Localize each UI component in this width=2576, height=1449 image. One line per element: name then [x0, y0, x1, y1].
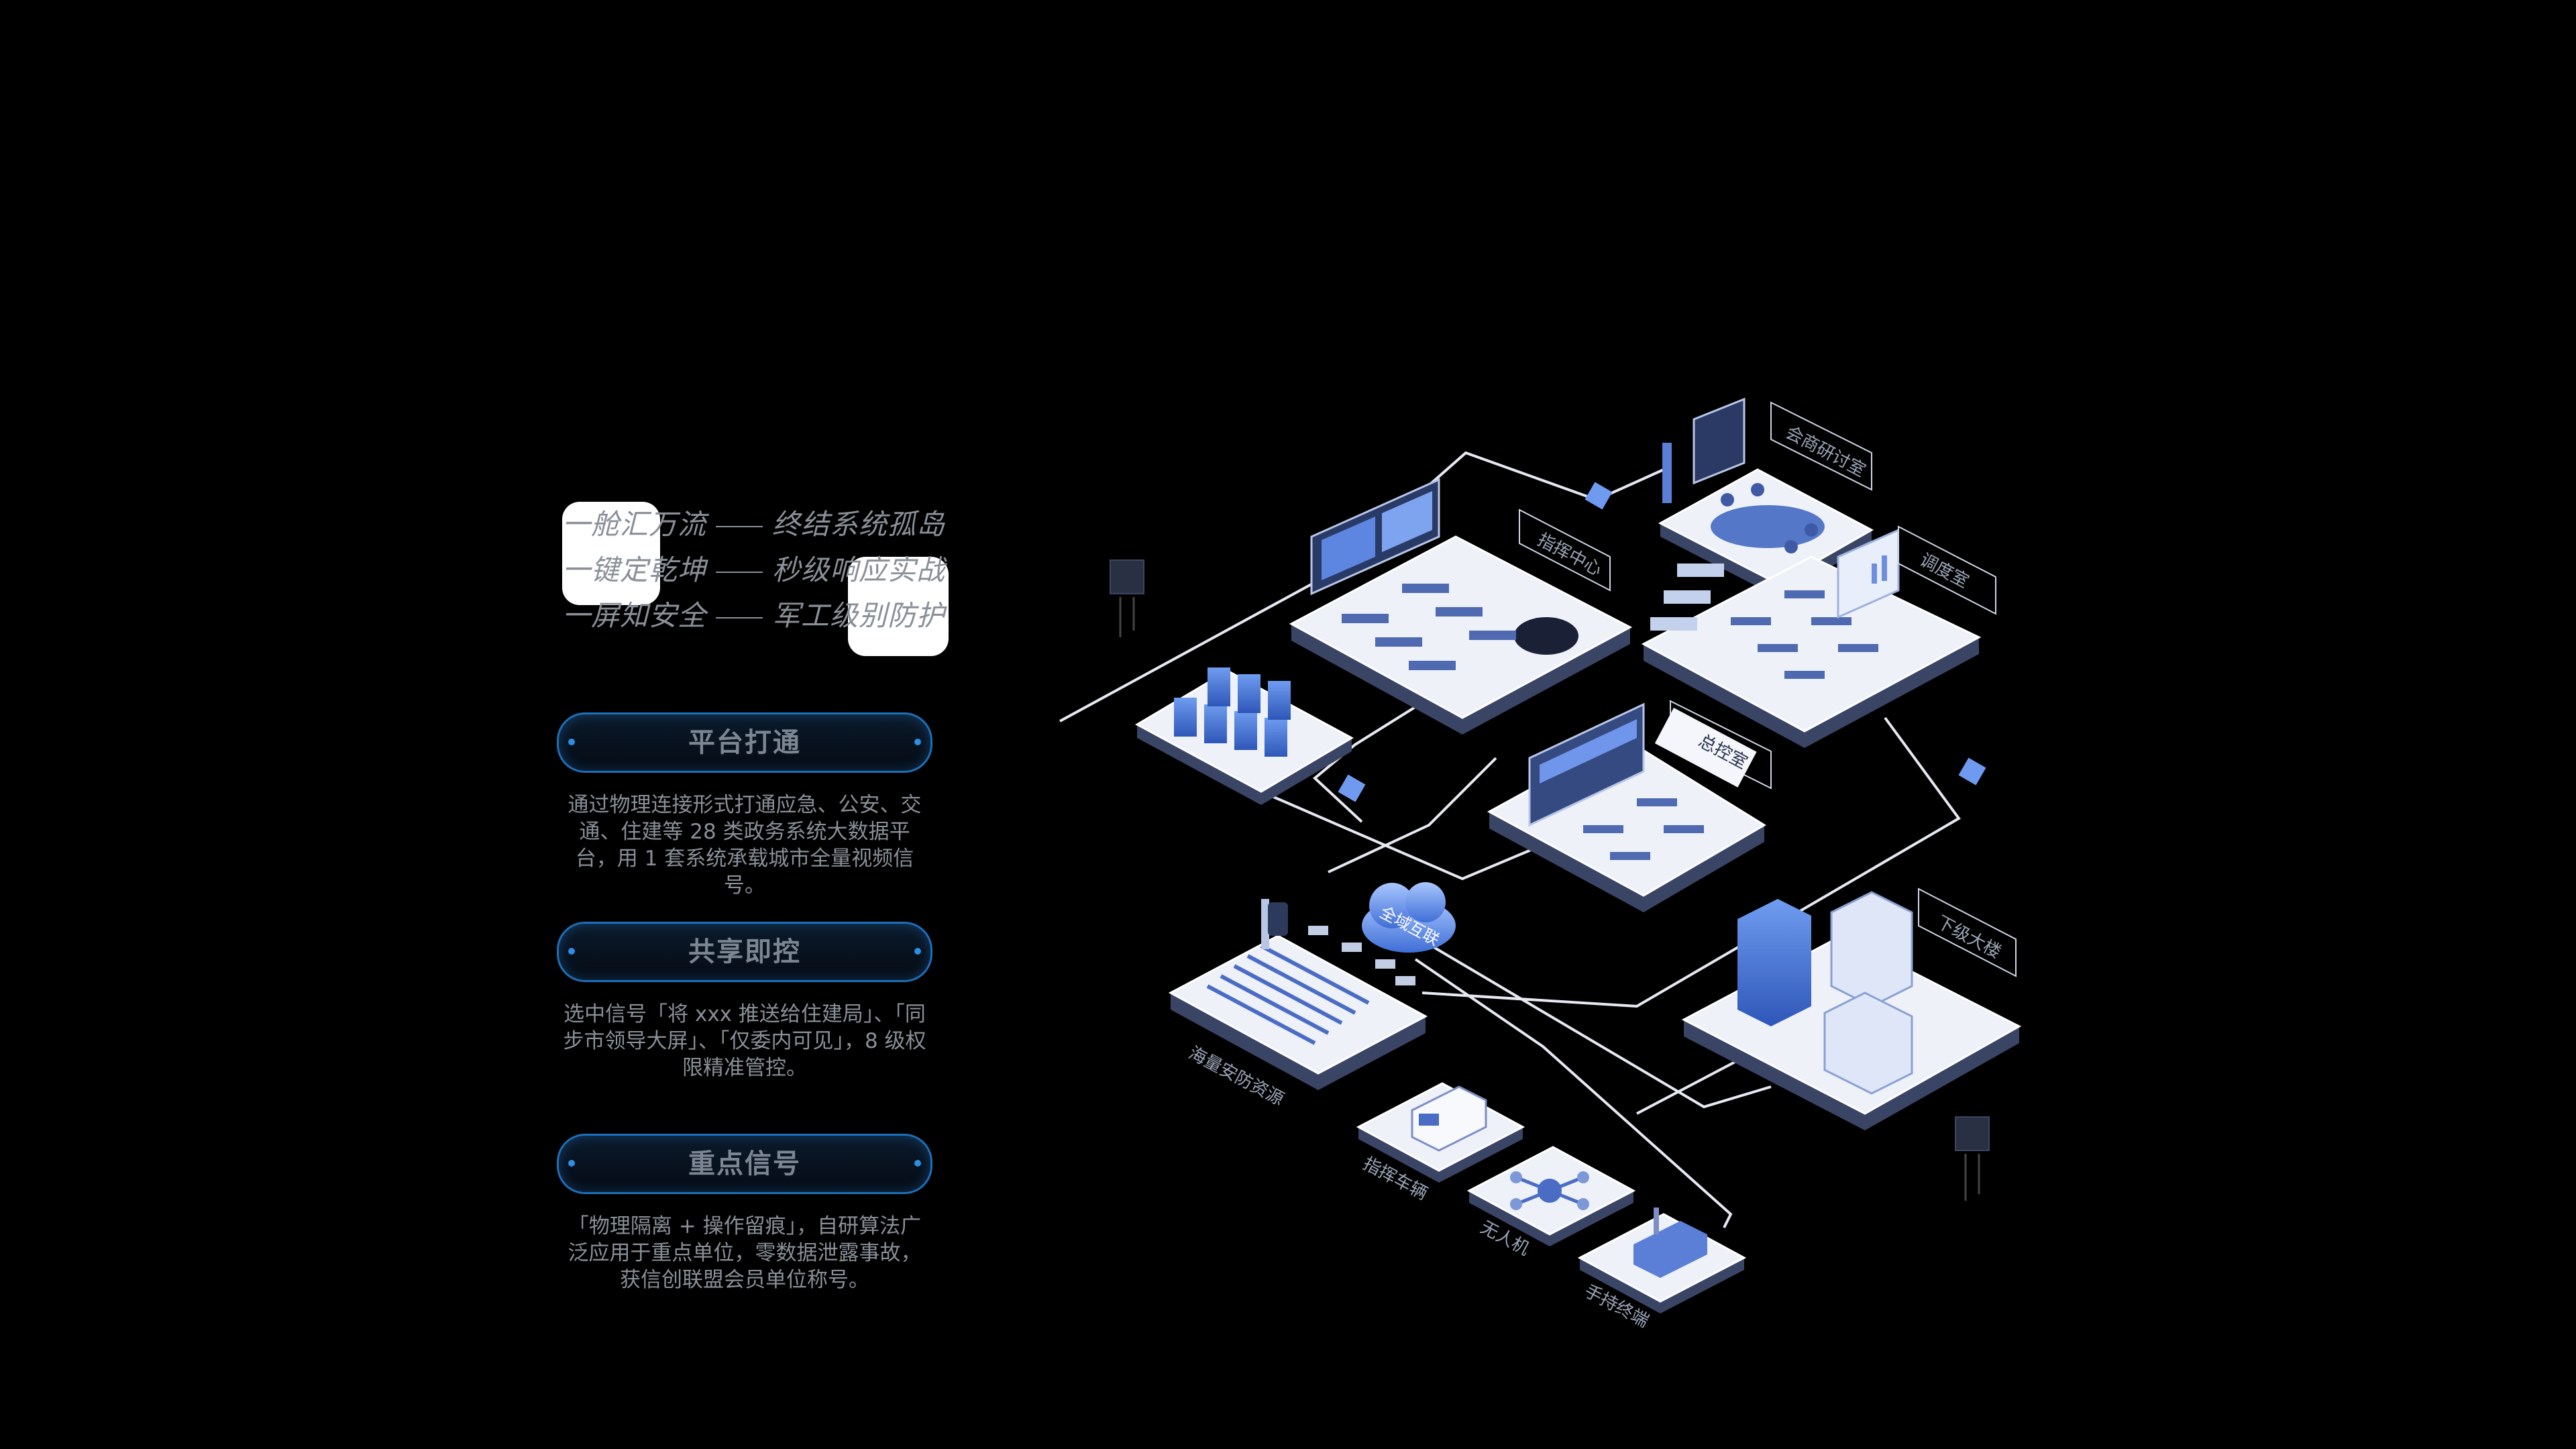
- node-cube-icon: [1338, 482, 1986, 802]
- master-control-platform: 总控室: [1487, 700, 1772, 912]
- slogan-dash: [716, 571, 763, 573]
- feature-title: 共享即控: [688, 936, 801, 967]
- handheld-terminal-platform: 手持终端: [1577, 1208, 1747, 1332]
- pill-dot-icon: [914, 1160, 921, 1167]
- feature-title-pill: 共享即控: [557, 922, 932, 982]
- feature-platform-integration: 平台打通 通过物理连接形式打通应急、公安、交通、住建等 28 类政务系统大数据平…: [557, 712, 932, 899]
- feature-shared-control: 共享即控 选中信号「将 xxx 推送给住建局」、「同步市领导大屏」、「仅委内可见…: [557, 922, 932, 1081]
- camera-chain-icon: [1308, 926, 1415, 985]
- subordinate-buildings-platform: 下级大楼: [1681, 888, 2022, 1130]
- drone-icon: [1510, 1171, 1589, 1210]
- slogan-line: 一屏知安全 军工级别防护: [562, 593, 965, 639]
- video-wall-icon: [1310, 478, 1440, 596]
- slogan-list: 一舱汇万流 终结系统孤岛 一键定乾坤 秒级响应实战 一屏知安全 军工级别防护: [562, 502, 965, 656]
- slogan-left: 一键定乾坤: [562, 553, 707, 586]
- pill-dot-icon: [568, 739, 575, 745]
- label-consultation-room: 会商研讨室: [1770, 401, 1872, 491]
- traffic-light-icon: [1261, 899, 1288, 949]
- stairs-icon: [1650, 564, 1724, 631]
- slogan-right: 军工级别防护: [772, 599, 946, 632]
- slogan-left: 一舱汇万流: [562, 508, 707, 541]
- desk-row-icon: [1583, 798, 1704, 860]
- terminal-icon: [1633, 1208, 1707, 1278]
- vehicle-icon: [1411, 1085, 1487, 1152]
- pill-dot-icon: [568, 1160, 575, 1167]
- slogan-line: 一键定乾坤 秒级响应实战: [562, 547, 965, 593]
- label-dispatch-room: 调度室: [1898, 525, 1996, 615]
- desk-row-icon: [1731, 590, 1878, 679]
- desk-row-icon: [1342, 584, 1516, 670]
- building-icon: [1737, 891, 1913, 1095]
- feature-description: 通过物理连接形式打通应急、公安、交通、住建等 28 类政务系统大数据平台，用 1…: [568, 793, 922, 898]
- server-platform: [1134, 667, 1354, 805]
- feature-title-pill: 平台打通: [557, 712, 932, 773]
- dark-cube-icon: [1110, 559, 1990, 1201]
- pill-dot-icon: [568, 948, 575, 955]
- slogan-right: 秒级响应实战: [772, 553, 946, 586]
- meeting-table-icon: [1711, 483, 1825, 553]
- decorative-blob: [848, 557, 949, 656]
- label-master-control: 总控室: [1654, 700, 1772, 790]
- drone-platform: 无人机: [1466, 1146, 1636, 1260]
- video-wall-icon: [1528, 702, 1645, 827]
- feature-title: 平台打通: [688, 727, 801, 758]
- pill-dot-icon: [914, 739, 921, 745]
- label-subordinate-buildings: 下级大楼: [1918, 888, 2017, 977]
- monitor-icon: [1662, 397, 1746, 503]
- slogan-line: 一舱汇万流 终结系统孤岛: [562, 502, 965, 547]
- feature-description: 「物理隔离 + 操作留痕」，自研算法广泛应用于重点单位，零数据泄露事故，获信创联…: [568, 1214, 922, 1292]
- slogan-dash: [716, 525, 763, 527]
- feature-description: 选中信号「将 xxx 推送给住建局」、「同步市领导大屏」、「仅委内可见」，8 级…: [563, 1002, 926, 1080]
- camera-array-icon: [1206, 944, 1370, 1045]
- command-center-platform: 指挥中心: [1289, 478, 1633, 735]
- decorative-blob: [562, 502, 660, 605]
- slogan-left: 一屏知安全: [562, 599, 707, 632]
- feature-title: 重点信号: [688, 1148, 801, 1179]
- dispatch-room-platform: 调度室: [1641, 525, 1996, 748]
- server-rack-icon: [1174, 667, 1291, 757]
- pill-dot-icon: [914, 948, 921, 955]
- feature-title-pill: 重点信号: [557, 1134, 932, 1194]
- cloud-icon: 全域互联: [1362, 882, 1456, 953]
- slogan-right: 终结系统孤岛: [772, 508, 946, 541]
- slogan-dash: [716, 616, 763, 619]
- feature-key-signal: 重点信号 「物理隔离 + 操作留痕」，自研算法广泛应用于重点单位，零数据泄露事故…: [557, 1134, 932, 1293]
- chart-panel-icon: [1837, 528, 1900, 619]
